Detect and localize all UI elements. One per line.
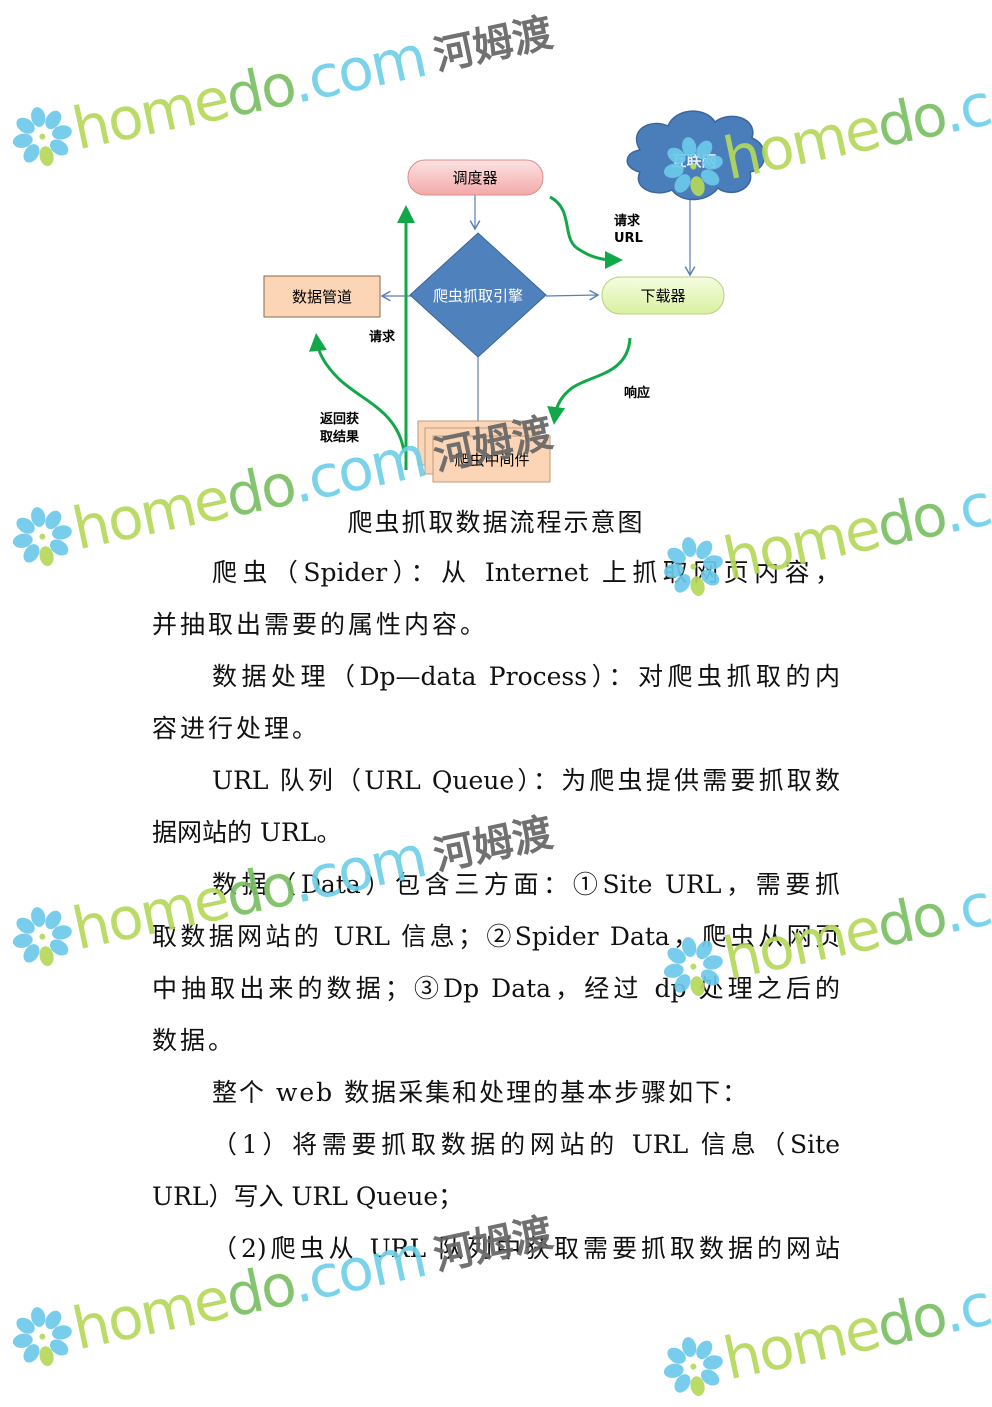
middleware-label: 爬虫中间件	[454, 451, 529, 469]
request-url-label-2: URL	[614, 231, 643, 246]
scheduler-label: 调度器	[452, 169, 497, 187]
homedo-watermark: homedo.com河姆渡	[4, 1195, 558, 1376]
paragraph-line: （1）将需要抓取数据的网站的 URL 信息（Site	[212, 1130, 840, 1159]
paragraph-line: 数据。	[152, 1026, 237, 1055]
pipeline-label: 数据管道	[292, 288, 352, 306]
crawler-flow-diagram: 调度器 互联网 爬虫抓取引擎 数据管道 下载器 爬虫中间件 请求 URL 请求 …	[263, 110, 766, 483]
paragraph-line: 整个 web 数据采集和处理的基本步骤如下：	[212, 1078, 750, 1107]
return-label-1: 返回获	[320, 411, 359, 427]
scheduler-node: 调度器	[407, 159, 544, 196]
paragraph-line: 中抽取出来的数据；③Dp Data，经过 dp 处理之后的	[152, 974, 840, 1003]
downloader-label: 下载器	[640, 287, 685, 305]
paragraph-line: URL 队列（URL Queue）：为爬虫提供需要抓取数	[212, 766, 840, 795]
response-label: 响应	[624, 385, 650, 401]
response-arrow	[547, 337, 632, 425]
internet-cloud-node: 互联网	[626, 110, 766, 201]
paragraph-line: 容进行处理。	[152, 714, 321, 743]
middleware-node: 爬虫中间件	[417, 420, 551, 483]
pipeline-node: 数据管道	[263, 275, 381, 318]
flower-logo-icon	[663, 1337, 723, 1397]
paragraph-line: 据网站的 URL。	[152, 818, 342, 847]
internet-label: 互联网	[671, 152, 716, 170]
request-url-arrow	[549, 195, 623, 269]
request-url-label-1: 请求	[614, 213, 641, 229]
figure-caption: 爬虫抓取数据流程示意图	[347, 508, 645, 537]
engine-label: 爬虫抓取引擎	[433, 287, 523, 305]
engine-to-downloader-arrow	[545, 289, 600, 301]
flower-logo-icon	[12, 1307, 72, 1367]
downloader-node: 下载器	[601, 276, 725, 315]
flower-logo-icon	[12, 907, 72, 967]
return-label-2: 取结果	[320, 429, 359, 445]
paragraph-line: （2)爬虫从 URL 队列中获取需要抓取数据的网站	[212, 1234, 840, 1263]
paragraph-line: 并抽取出需要的属性内容。	[152, 610, 489, 639]
request-label: 请求	[369, 329, 396, 345]
paragraph-line: 爬虫（Spider）：从 Internet 上抓取网页内容，	[212, 558, 840, 587]
paragraph-line: 取数据网站的 URL 信息；②Spider Data，爬虫从网页	[152, 922, 840, 951]
paragraph-line: URL）写入 URL Queue；	[152, 1182, 464, 1211]
engine-node: 爬虫抓取引擎	[409, 232, 547, 358]
paragraph-line: 数据处理（Dp—data Process）：对爬虫抓取的内	[212, 662, 840, 691]
return-result-arrow	[308, 333, 406, 453]
paragraph-line: 数据（Data）包含三方面：①Site URL，需要抓	[212, 870, 840, 899]
